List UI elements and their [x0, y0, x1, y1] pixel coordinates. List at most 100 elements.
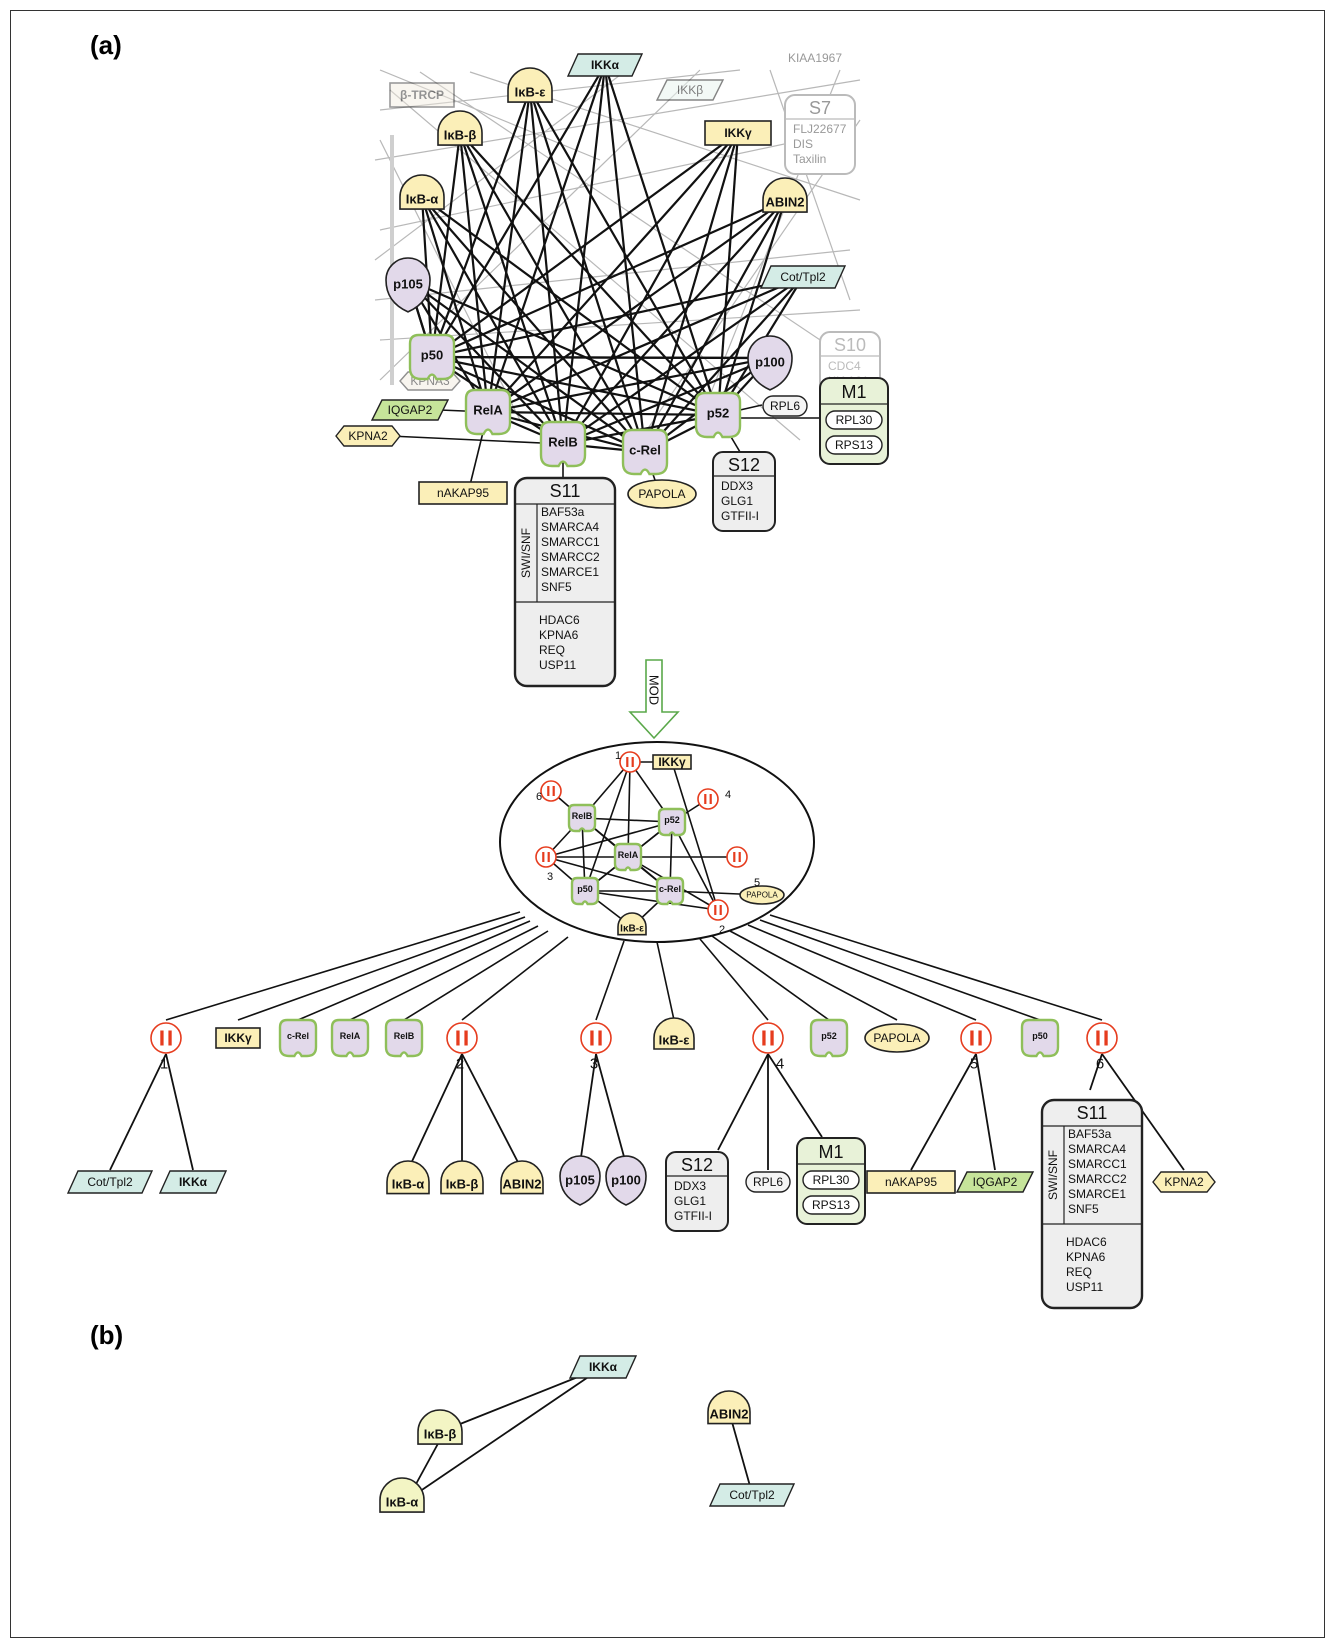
- module-parallel-5-number: 5: [754, 877, 760, 889]
- parallel-2-circle: [446, 1022, 478, 1054]
- m1-complex-top-item-pill: [825, 435, 883, 455]
- tree-s12-complex-item: DDX3: [674, 1179, 706, 1193]
- tree-kpna2-node: KPNA2: [1152, 1171, 1216, 1193]
- parallel-6-circle: [1086, 1022, 1118, 1054]
- ikb-beta-node-shape: [437, 110, 483, 146]
- edge: [237, 916, 526, 1021]
- s12-complex-top-item: DDX3: [721, 479, 753, 493]
- module-parallel-5-bar-right: [738, 852, 741, 862]
- s7-complex-item: FLJ22677: [793, 122, 847, 136]
- tree-crel-node: c-Rel: [278, 1018, 318, 1058]
- parallel-5-bar-left: [970, 1030, 974, 1046]
- tree-abin2-node: ABIN2: [500, 1160, 544, 1195]
- panel-b-cot-tpl2-node-label: Cot/Tpl2: [729, 1488, 775, 1502]
- s11-complex-top-item: HDAC6: [539, 613, 580, 627]
- kpna2-node-shape: [335, 425, 401, 447]
- rpl6-node-label: RPL6: [770, 399, 800, 413]
- tree-iqgap2-node-label: IQGAP2: [973, 1175, 1018, 1189]
- module-parallel-1: 1: [615, 750, 641, 773]
- tree-nakap95-node: nAKAP95: [866, 1170, 956, 1194]
- module-parallel-4-bar-right: [709, 794, 712, 804]
- background-edge: [419, 71, 851, 361]
- relb-node-label: RelB: [548, 435, 578, 450]
- tree-s11-complex-group-item: SMARCC1: [1068, 1157, 1127, 1171]
- kpna2-node-label: KPNA2: [348, 429, 388, 443]
- edge: [407, 278, 719, 417]
- tree-p100-node-shape: [605, 1155, 647, 1206]
- s7-complex-title: S7: [809, 98, 831, 118]
- edge: [731, 1421, 751, 1487]
- edge: [562, 199, 786, 445]
- edge: [699, 938, 769, 1021]
- edge: [431, 355, 719, 417]
- module-papola-node: PAPOLA: [739, 885, 785, 905]
- parallel-1-number: 1: [160, 1056, 168, 1073]
- tree-kpna2-node-shape: [1152, 1171, 1216, 1193]
- m1-complex-top-item: RPS13: [835, 438, 873, 452]
- edge: [486, 89, 532, 413]
- ikk-gamma-node-shape: [704, 120, 772, 146]
- parallel-6: 6: [1086, 1022, 1118, 1073]
- ikk-beta-node: IKKβ: [655, 79, 725, 101]
- module-ikb-epsilon-node: IκB-ε: [617, 912, 647, 936]
- s11-complex-top-item: USP11: [539, 658, 576, 672]
- tree-ikb-alpha-node-label: IκB-α: [392, 1177, 425, 1192]
- edge: [109, 1053, 167, 1171]
- s7-complex-item: DIS: [793, 137, 813, 151]
- edge: [407, 279, 646, 453]
- panel-b-cot-tpl2-node: Cot/Tpl2: [708, 1483, 796, 1507]
- btrcp-node-label: β-TRCP: [400, 88, 444, 102]
- panel-label-b: (b): [90, 1320, 124, 1350]
- s11-complex-top-group-item: SMARCC1: [541, 535, 600, 549]
- module-parallel-2-number: 2: [719, 924, 725, 936]
- edge: [430, 89, 532, 358]
- parallel-5-number: 5: [970, 1056, 978, 1073]
- cot-tpl2-node-shape: [759, 265, 847, 289]
- edge: [627, 761, 631, 858]
- s7-complex-item: Taxilin: [793, 152, 826, 166]
- edge: [461, 1053, 523, 1171]
- tree-rela-node-label: RelA: [340, 1031, 361, 1041]
- nakap95-node-label: nAKAP95: [437, 486, 489, 500]
- edge: [656, 941, 675, 1021]
- module-ikk-gamma-node-label: IKKγ: [658, 755, 686, 769]
- ikb-epsilon-node: IκB-ε: [507, 67, 553, 103]
- tree-cot-tpl2-node-label: Cot/Tpl2: [87, 1175, 133, 1189]
- ikb-alpha-node-label: IκB-α: [406, 192, 439, 207]
- tree-s12-complex-item: GTFII-I: [674, 1209, 712, 1223]
- edge: [421, 196, 719, 416]
- edge: [403, 930, 549, 1021]
- tree-m1-complex-item: RPS13: [812, 1198, 850, 1212]
- tree-m1-complex-title: M1: [818, 1142, 843, 1162]
- panel-b-ikb-beta-node-label: IκB-β: [424, 1427, 457, 1442]
- ikk-alpha-node-label: IKKα: [591, 58, 620, 72]
- parallel-3-number: 3: [590, 1056, 598, 1073]
- panel-b-ikb-alpha-node-label: IκB-α: [386, 1495, 419, 1510]
- tree-m1-complex-item: RPL30: [813, 1173, 850, 1187]
- mod-arrow: MOD: [628, 659, 680, 740]
- background-edge: [379, 129, 851, 231]
- ikb-beta-node-label: IκB-β: [444, 128, 477, 143]
- tree-s11-complex-group-item: BAF53a: [1068, 1127, 1112, 1141]
- tree-relb-node-shape: [384, 1018, 424, 1058]
- tree-abin2-node-label: ABIN2: [502, 1177, 541, 1192]
- parallel-2: 2: [446, 1022, 478, 1073]
- edge: [165, 911, 521, 1021]
- cot-tpl2-node-label: Cot/Tpl2: [780, 270, 826, 284]
- tree-s11-complex-group-label: SWI/SNF: [1046, 1150, 1060, 1200]
- edge: [421, 196, 646, 453]
- tree-p100-node-label: p100: [611, 1173, 641, 1188]
- p105-node-label: p105: [393, 277, 423, 292]
- edge: [487, 410, 719, 417]
- p52-node: p52: [694, 391, 742, 439]
- edge: [431, 64, 606, 358]
- panel-b-ikk-alpha-node-label: IKKα: [589, 1360, 618, 1374]
- p50-node-shape: [408, 333, 456, 381]
- ikb-beta-node: IκB-β: [437, 110, 483, 146]
- edge: [165, 1053, 194, 1171]
- panel-b-ikb-beta-node: IκB-β: [417, 1409, 463, 1445]
- edge: [562, 276, 804, 445]
- edge: [461, 936, 569, 1021]
- s12-complex-top-item: GTFII-I: [721, 509, 759, 523]
- p100-node-shape: [747, 335, 793, 391]
